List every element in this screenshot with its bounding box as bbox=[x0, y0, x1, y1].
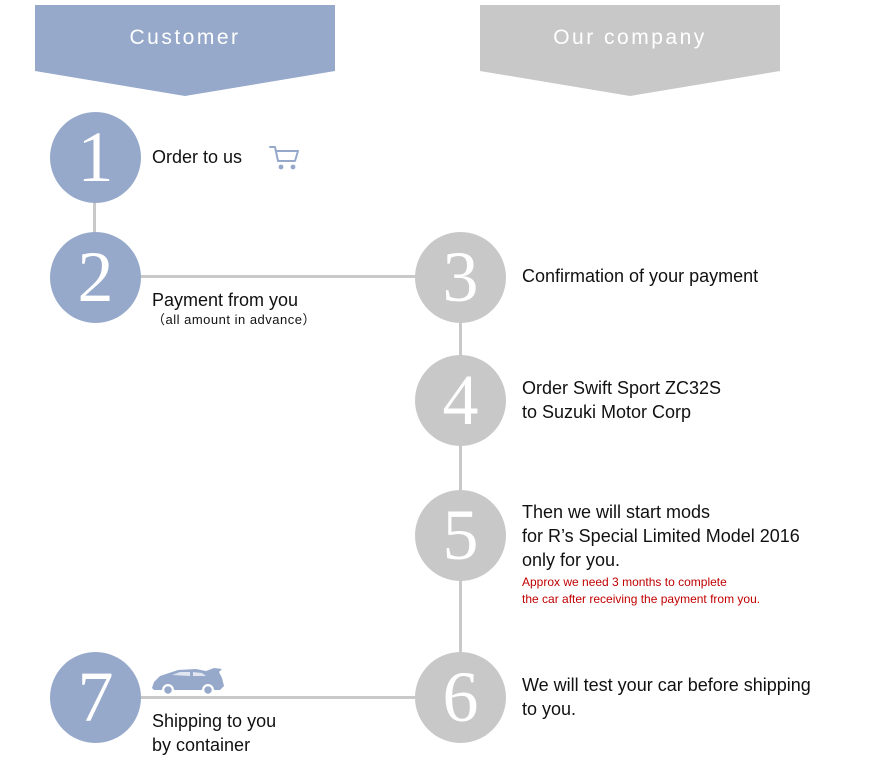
step-2-text: Payment from you （all amount in advance） bbox=[152, 288, 316, 328]
step-3-circle: 3 bbox=[415, 232, 506, 323]
step-2-circle: 2 bbox=[50, 232, 141, 323]
step-7-text: Shipping to you by container bbox=[152, 709, 276, 757]
step-5-note-line-1: Approx we need 3 months to complete bbox=[522, 575, 727, 589]
company-header: Our company bbox=[480, 5, 780, 96]
step-7-line-2: by container bbox=[152, 735, 251, 755]
step-4-line-2: to Suzuki Motor Corp bbox=[522, 402, 692, 422]
step-1-circle: 1 bbox=[50, 112, 141, 203]
step-2-line-1: Payment from you bbox=[152, 290, 299, 310]
step-7-line-1: Shipping to you bbox=[152, 711, 277, 731]
shopping-cart-icon bbox=[268, 143, 302, 173]
step-2-subtext: （all amount in advance） bbox=[152, 312, 316, 327]
step-7-circle: 7 bbox=[50, 652, 141, 743]
step-5-circle: 5 bbox=[415, 490, 506, 581]
connector-6-7 bbox=[140, 696, 420, 699]
step-1-text: Order to us bbox=[152, 145, 242, 169]
step-3-text: Confirmation of your payment bbox=[522, 264, 758, 288]
step-6-line-2: to you. bbox=[522, 699, 577, 719]
step-5-note-line-2: the car after receiving the payment from… bbox=[522, 592, 761, 606]
step-3-line-1: Confirmation of your payment bbox=[522, 266, 759, 286]
step-6-text: We will test your car before shipping to… bbox=[522, 673, 811, 721]
connector-4-5 bbox=[459, 445, 462, 495]
step-4-line-1: Order Swift Sport ZC32S bbox=[522, 378, 722, 398]
connector-2-3 bbox=[140, 275, 420, 278]
step-6-circle: 6 bbox=[415, 652, 506, 743]
connector-3-4 bbox=[459, 320, 462, 360]
step-4-text: Order Swift Sport ZC32S to Suzuki Motor … bbox=[522, 376, 721, 424]
connector-5-6 bbox=[459, 580, 462, 655]
connector-1-2 bbox=[93, 200, 96, 236]
step-1-line-1: Order to us bbox=[152, 147, 243, 167]
step-5-line-3: only for you. bbox=[522, 550, 621, 570]
step-5-line-2: for R’s Special Limited Model 2016 bbox=[522, 526, 800, 546]
step-5-text: Then we will start mods for R’s Special … bbox=[522, 500, 800, 608]
step-6-line-1: We will test your car before shipping bbox=[522, 675, 811, 695]
step-4-circle: 4 bbox=[415, 355, 506, 446]
car-icon bbox=[150, 664, 228, 696]
step-5-line-1: Then we will start mods bbox=[522, 502, 711, 522]
customer-header: Customer bbox=[35, 5, 335, 96]
